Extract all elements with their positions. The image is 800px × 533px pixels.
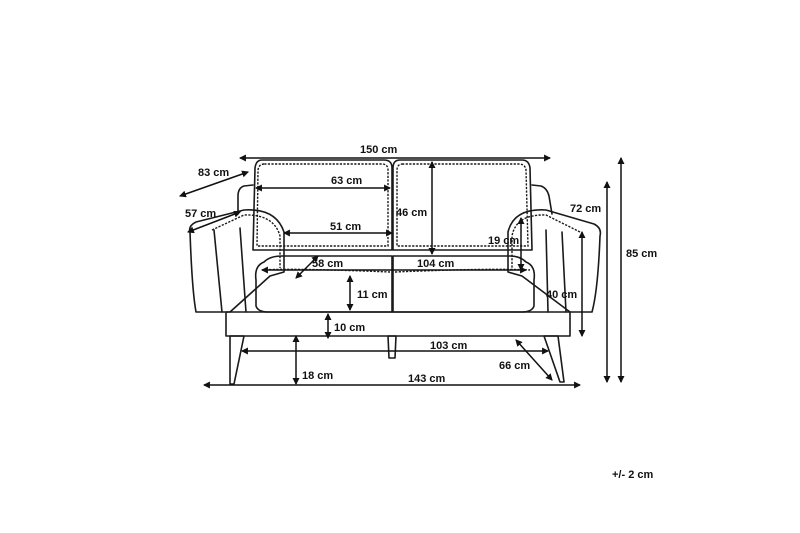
leg-back-left <box>387 335 397 359</box>
left-seat-cushion <box>254 255 393 313</box>
label-overall-width: 150 cm <box>360 144 398 156</box>
label-seat-single: 58 cm <box>312 258 343 270</box>
label-base-clearance: 10 cm <box>334 322 365 334</box>
label-depth: 83 cm <box>198 167 229 179</box>
right-seat-cushion <box>392 255 536 313</box>
dimension-lines <box>179 154 625 389</box>
label-seat-depth: 57 cm <box>185 208 216 220</box>
label-leg-diagonal: 66 cm <box>499 360 530 372</box>
label-cushion-height: 11 cm <box>357 289 388 301</box>
sofa-base <box>225 311 571 337</box>
label-total-height: 85 cm <box>626 248 657 260</box>
label-seat-height: 40 cm <box>546 289 577 301</box>
tolerance-note: +/- 2 cm <box>612 469 654 481</box>
left-back-cushion <box>252 159 393 251</box>
label-armrest-height: 19 cm <box>488 235 519 247</box>
right-armrest <box>507 209 602 313</box>
label-base-width: 143 cm <box>408 373 446 385</box>
label-arm-to-back: 51 cm <box>330 221 361 233</box>
label-backrest-width: 63 cm <box>331 175 362 187</box>
label-armrest-total-height: 72 cm <box>570 203 601 215</box>
dimension-labels: 150 cm 83 cm 57 cm 63 cm 46 cm 51 cm 19 … <box>185 144 657 385</box>
label-backrest-height: 46 cm <box>396 207 427 219</box>
label-legs-span: 103 cm <box>430 340 468 352</box>
leg-front-left <box>229 335 245 385</box>
label-leg-height: 18 cm <box>302 370 333 382</box>
label-seat-total: 104 cm <box>417 258 455 270</box>
